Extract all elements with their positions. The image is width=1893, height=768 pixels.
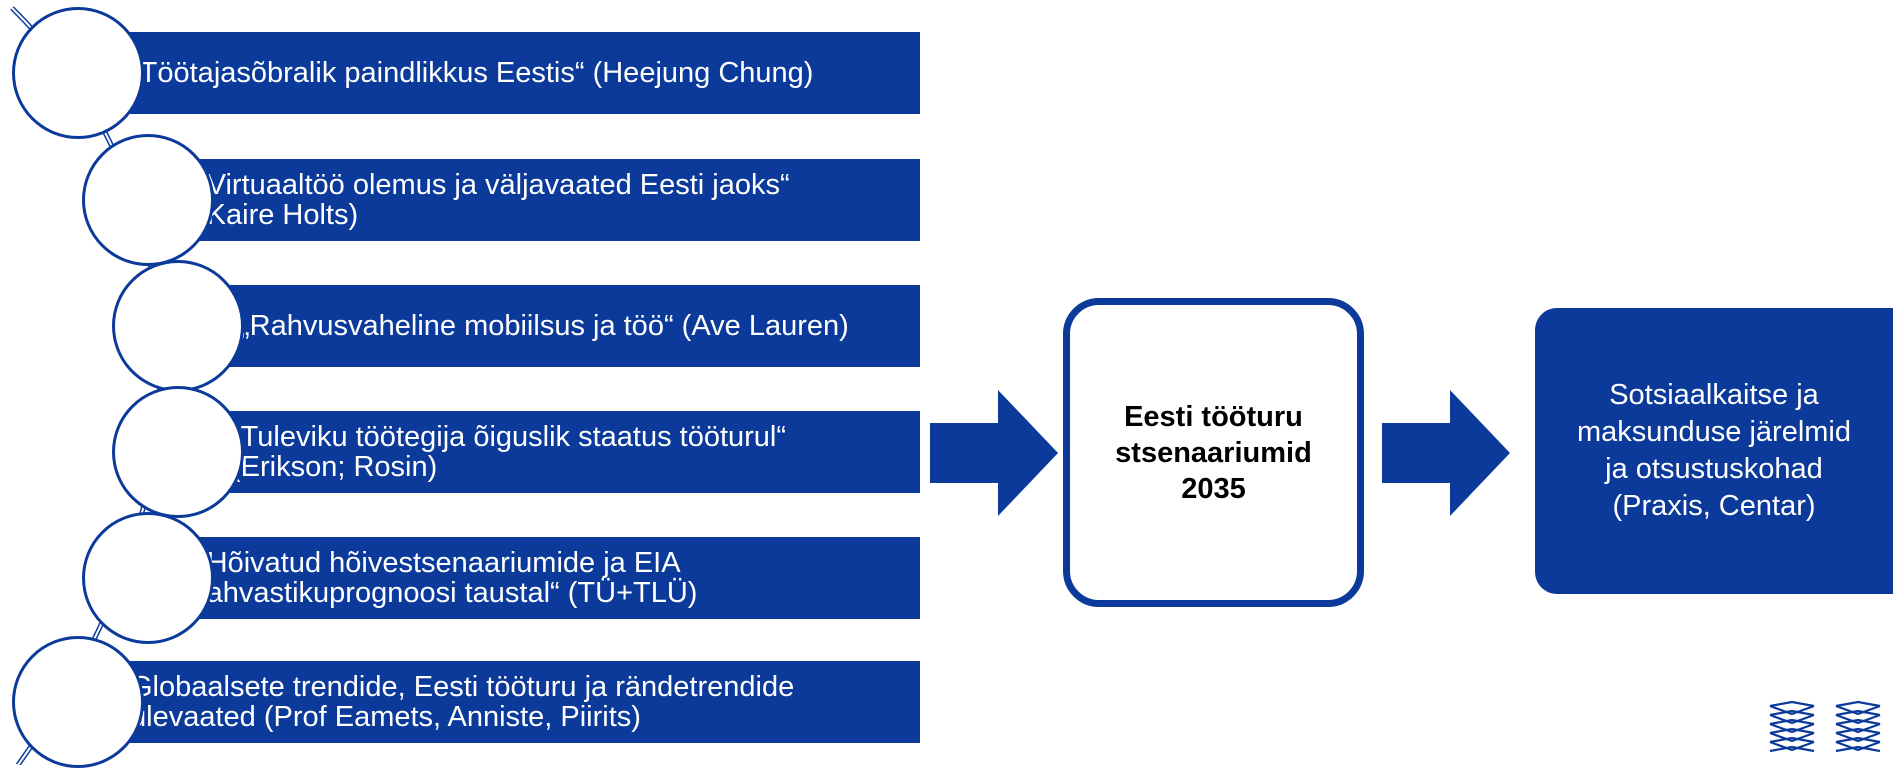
ornament-logo-icon <box>1835 700 1881 753</box>
input-circle-6 <box>12 636 144 768</box>
input-circle-5 <box>82 512 214 644</box>
input-bar-4: „Tuleviku töötegija õiguslik staatus töö… <box>180 411 920 493</box>
arrow-right-icon <box>1382 390 1510 516</box>
input-bar-2: „Virtuaaltöö olemus ja väljavaated Eesti… <box>150 159 920 241</box>
input-label-1: „Töötajasõbralik paindlikkus Eestis“ (He… <box>130 57 814 89</box>
input-bar-1: „Töötajasõbralik paindlikkus Eestis“ (He… <box>72 32 920 114</box>
output-box: Sotsiaalkaitse ja maksunduse järelmid ja… <box>1535 308 1893 594</box>
input-bar-3: „Rahvusvaheline mobiilsus ja töö“ (Ave L… <box>180 285 920 367</box>
ornament-logo-icon <box>1769 700 1815 753</box>
input-label-4: „Tuleviku töötegija õiguslik staatus töö… <box>231 421 787 483</box>
input-circle-4 <box>112 386 244 518</box>
input-label-2: „Virtuaaltöö olemus ja väljavaated Eesti… <box>197 169 790 231</box>
input-label-3: „Rahvusvaheline mobiilsus ja töö“ (Ave L… <box>240 310 849 342</box>
input-circle-1 <box>12 7 144 139</box>
input-circle-2 <box>82 134 214 266</box>
output-label: Sotsiaalkaitse ja maksunduse järelmid ja… <box>1576 379 1851 522</box>
center-label: Eesti tööturu stsenaariumid 2035 <box>1115 400 1312 505</box>
center-scenarios-box: Eesti tööturu stsenaariumid 2035 <box>1063 298 1364 607</box>
input-label-5: „Hõivatud hõivestsenaariumide ja EIA rah… <box>197 547 698 609</box>
arrow-right-icon <box>930 390 1058 516</box>
input-label-6: Globaalsete trendide, Eesti tööturu ja r… <box>130 671 795 733</box>
input-circle-3 <box>112 260 244 392</box>
input-bar-5: „Hõivatud hõivestsenaariumide ja EIA rah… <box>150 537 920 619</box>
input-bar-6: Globaalsete trendide, Eesti tööturu ja r… <box>72 661 920 743</box>
